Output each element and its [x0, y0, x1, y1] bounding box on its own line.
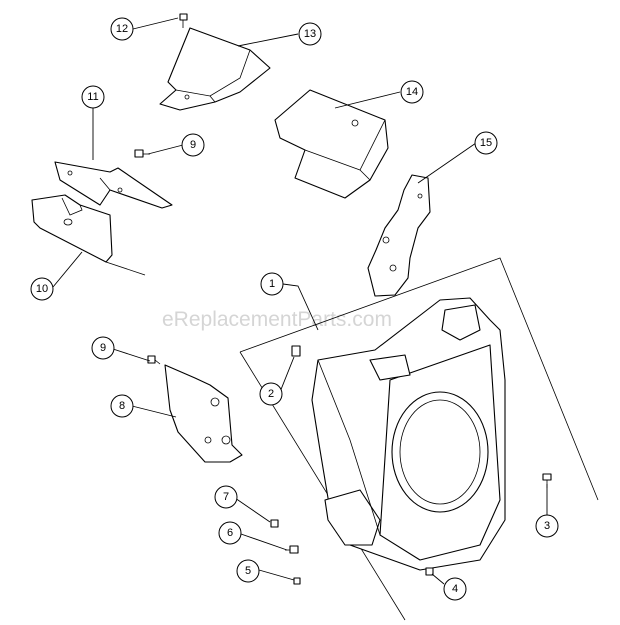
callout-4[interactable]: 4 — [443, 577, 467, 601]
watermark: eReplacementParts.com — [162, 308, 392, 331]
callout-12[interactable]: 12 — [110, 17, 134, 41]
part-6-screw[interactable] — [285, 545, 299, 554]
callout-6[interactable]: 6 — [218, 521, 242, 545]
callout-8[interactable]: 8 — [110, 394, 134, 418]
callout-label: 8 — [119, 400, 125, 412]
part-11-bracket[interactable] — [54, 161, 173, 209]
callout-label: 6 — [227, 527, 233, 539]
callout-9-upper[interactable]: 9 — [181, 133, 205, 157]
callout-label: 15 — [480, 137, 492, 149]
callout-11[interactable]: 11 — [81, 85, 105, 109]
callout-label: 10 — [36, 283, 48, 295]
callout-label: 12 — [116, 23, 128, 35]
callout-label: 11 — [87, 91, 98, 103]
part-2-clip[interactable] — [291, 345, 301, 357]
callout-label: 13 — [304, 28, 316, 40]
callout-label: 9 — [100, 342, 106, 354]
callout-label: 9 — [190, 139, 196, 151]
callout-label: 4 — [452, 583, 458, 595]
part-14-shroud[interactable] — [274, 89, 389, 199]
part-9-lower-screw[interactable] — [147, 355, 161, 365]
callout-label: 3 — [544, 520, 550, 532]
callout-label: 5 — [245, 565, 251, 577]
callout-label: 2 — [268, 388, 274, 400]
part-15-bracket[interactable] — [367, 174, 431, 297]
callout-5[interactable]: 5 — [236, 559, 260, 583]
callout-label: 7 — [223, 491, 229, 503]
callout-1[interactable]: 1 — [260, 272, 284, 296]
callout-15[interactable]: 15 — [474, 131, 498, 155]
leader-lines — [52, 17, 548, 585]
part-8-bracket[interactable] — [164, 364, 243, 463]
callout-label: 1 — [269, 278, 275, 290]
part-9-upper-screw[interactable] — [134, 149, 150, 158]
part-13-shroud[interactable] — [159, 27, 271, 111]
callout-2[interactable]: 2 — [259, 382, 283, 406]
part-5-screw[interactable] — [293, 577, 301, 585]
callout-label: 14 — [406, 86, 418, 98]
part-4-nut[interactable] — [425, 567, 434, 576]
part-10-baffle[interactable] — [31, 194, 146, 276]
callout-14[interactable]: 14 — [400, 80, 424, 104]
callout-7[interactable]: 7 — [214, 485, 238, 509]
part-7-screw[interactable] — [270, 519, 279, 528]
callout-3[interactable]: 3 — [535, 514, 559, 538]
callout-10[interactable]: 10 — [30, 277, 54, 301]
callout-9-lower[interactable]: 9 — [91, 336, 115, 360]
callout-13[interactable]: 13 — [298, 22, 322, 46]
part-12-screw[interactable] — [179, 13, 188, 28]
part-1-blower-housing[interactable] — [311, 297, 506, 571]
